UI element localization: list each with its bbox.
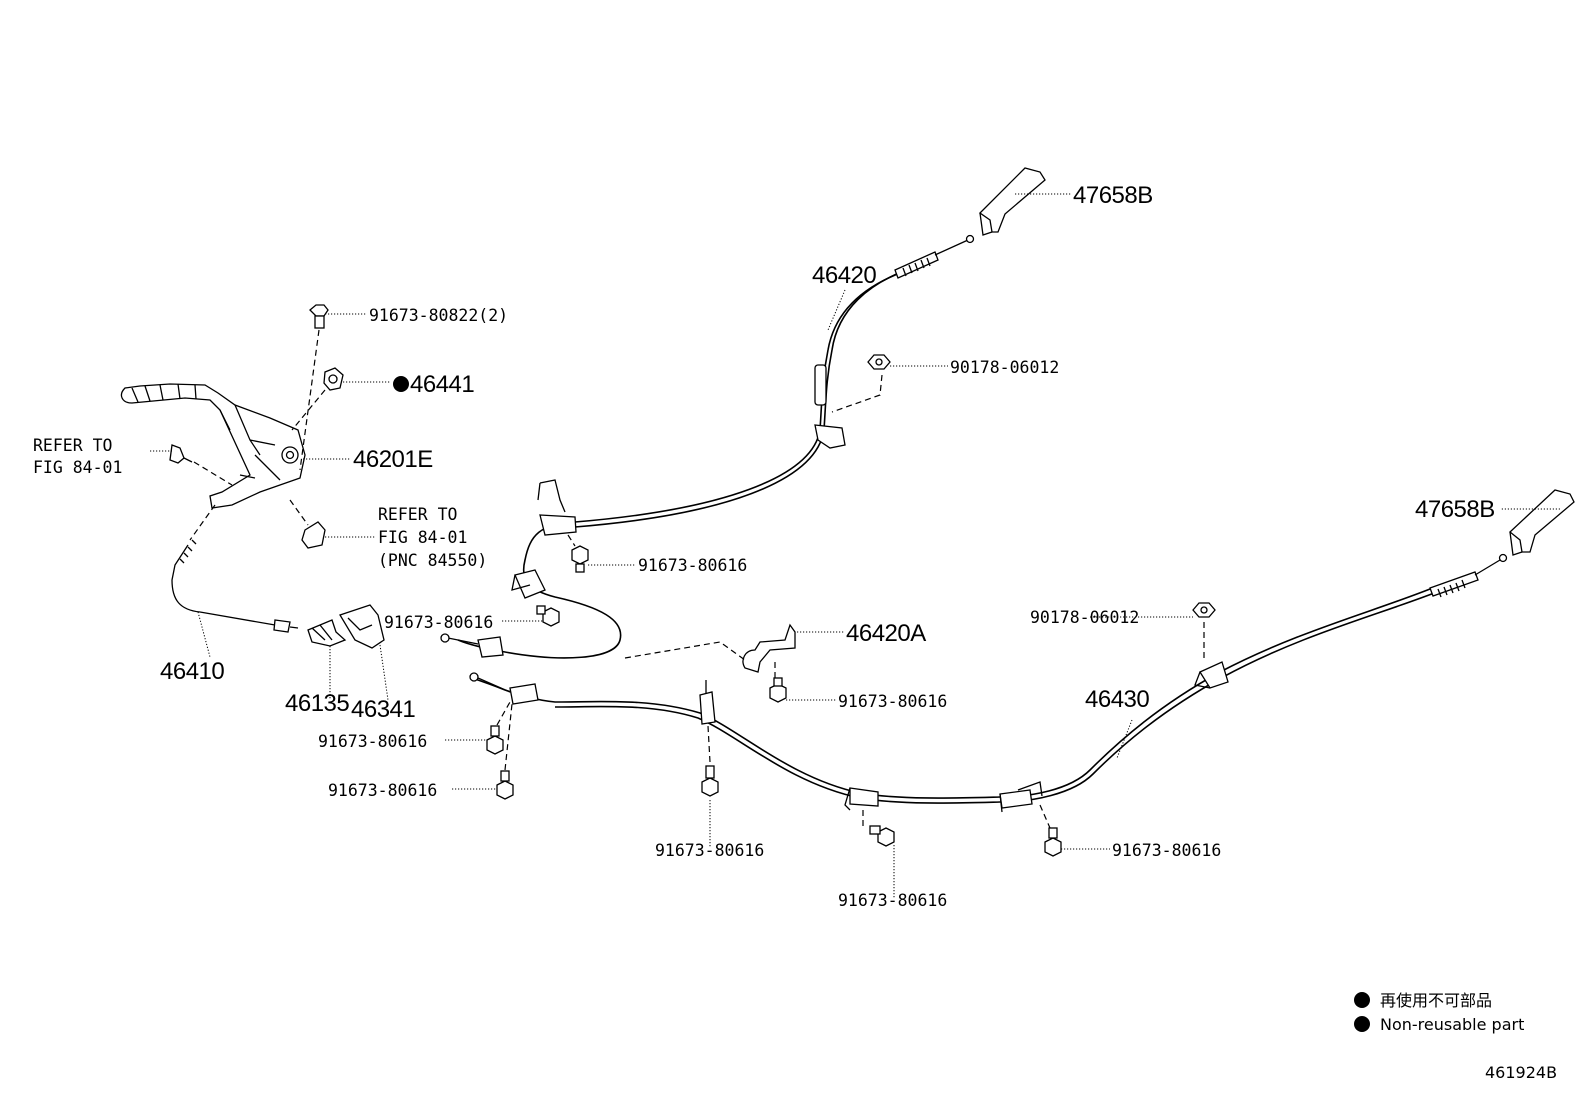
label-46420a: 46420A — [846, 620, 926, 647]
part-46341 — [339, 604, 385, 649]
bracket-46420a — [742, 623, 796, 673]
label-46441: 46441 — [410, 371, 474, 398]
bolt-91673-h — [1044, 827, 1062, 857]
bracket-arm — [537, 479, 566, 513]
threaded-end — [894, 251, 939, 279]
label-91673-c: 91673-80616 — [838, 692, 947, 711]
grommet — [814, 364, 827, 406]
cable-end — [440, 633, 450, 643]
cable-end-clip — [477, 636, 504, 658]
label-91673-80822: 91673-80822(2) — [369, 306, 508, 325]
label-91673-b: 91673-80616 — [384, 613, 493, 632]
threaded-end — [1429, 571, 1479, 597]
grommet — [1199, 661, 1229, 689]
bracket-47658b-top — [978, 167, 1046, 236]
bracket — [514, 569, 546, 599]
label-91673-g: 91673-80616 — [838, 891, 947, 910]
cable-46430 — [469, 553, 1508, 813]
label-46420: 46420 — [812, 262, 876, 289]
legend-dot — [1354, 1016, 1370, 1032]
label-refer-left-1: REFER TO — [33, 436, 112, 455]
legend-en: Non-reusable part — [1380, 1015, 1524, 1034]
label-refer-right-1: REFER TO — [378, 505, 457, 524]
nut-90178-top — [867, 354, 891, 370]
legend-dot — [1354, 992, 1370, 1008]
clip — [699, 691, 716, 725]
label-refer-left-2: FIG 84-01 — [33, 458, 122, 477]
bracket — [849, 787, 879, 807]
bolt-91673-c — [769, 677, 787, 703]
parking-brake-lever — [120, 383, 306, 509]
bracket-47658b-right — [1509, 489, 1575, 556]
label-91673-f: 91673-80616 — [655, 841, 764, 860]
bolt-91673-g — [869, 825, 895, 847]
label-46430: 46430 — [1085, 686, 1149, 713]
legend: 再使用不可部品 Non-reusable part — [1354, 991, 1524, 1034]
label-90178-top: 90178-06012 — [950, 358, 1059, 377]
legend-jp: 再使用不可部品 — [1380, 991, 1492, 1010]
label-91673-d: 91673-80616 — [318, 732, 427, 751]
bolt-91673-f — [701, 765, 719, 797]
label-47658b-top: 47658B — [1073, 182, 1153, 209]
cable-end-clip — [509, 683, 539, 705]
leader-lines — [150, 193, 1560, 898]
label-46410: 46410 — [160, 658, 224, 685]
label-47658b-right: 47658B — [1415, 496, 1495, 523]
bolt-91673-d — [486, 725, 504, 755]
label-91673-e: 91673-80616 — [328, 781, 437, 800]
bolt-91673-80822 — [309, 304, 329, 329]
label-91673-a: 91673-80616 — [638, 556, 747, 575]
label-46135: 46135 — [285, 690, 349, 717]
bolt-91673-a — [571, 545, 589, 573]
clip-46441 — [323, 367, 344, 391]
clip-refer-right — [301, 521, 326, 549]
bracket — [814, 424, 846, 449]
label-refer-right-3: (PNC 84550) — [378, 551, 487, 570]
cable-46420 — [440, 234, 975, 659]
bracket — [999, 789, 1033, 809]
bolt-91673-b — [536, 605, 560, 627]
cable-46410 — [171, 539, 299, 633]
label-refer-right-2: FIG 84-01 — [378, 528, 467, 547]
label-90178-mid: 90178-06012 — [1030, 608, 1139, 627]
figure-id: 461924B — [1485, 1063, 1557, 1082]
part-46135 — [307, 619, 347, 647]
bolt-91673-e — [496, 770, 514, 800]
bracket-arm — [511, 574, 531, 591]
cable-end — [469, 672, 479, 682]
nut-90178-mid — [1192, 602, 1216, 618]
label-46201e: 46201E — [353, 446, 433, 473]
label-46341: 46341 — [351, 696, 415, 723]
non-reusable-mark — [393, 376, 409, 392]
label-91673-h: 91673-80616 — [1112, 841, 1221, 860]
bracket — [539, 514, 577, 536]
bolt-refer-left — [169, 444, 193, 464]
